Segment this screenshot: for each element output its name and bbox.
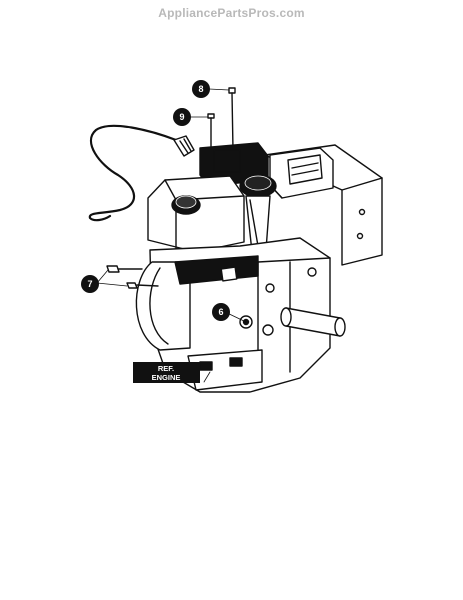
ignition-wire bbox=[88, 124, 178, 222]
svg-text:9: 9 bbox=[179, 112, 184, 122]
callout-8[interactable]: 8 bbox=[192, 80, 210, 98]
engine-base bbox=[187, 349, 263, 391]
svg-text:8: 8 bbox=[198, 84, 203, 94]
callout-6[interactable]: 6 bbox=[212, 303, 230, 321]
ref-engine-label: REF. ENGINE bbox=[133, 362, 200, 383]
callout-9[interactable]: 9 bbox=[173, 108, 191, 126]
recoil-housing bbox=[135, 261, 191, 351]
bolt-7-upper bbox=[106, 265, 143, 273]
air-cleaner-knob bbox=[239, 174, 277, 198]
svg-text:6: 6 bbox=[218, 307, 223, 317]
spark-plug-boot bbox=[173, 135, 195, 157]
rear-housing bbox=[264, 144, 383, 266]
ignition-module bbox=[269, 147, 334, 199]
watermark: AppliancePartsPros.com bbox=[158, 6, 305, 20]
svg-text:ENGINE: ENGINE bbox=[152, 373, 181, 382]
bolt-7-lower bbox=[126, 282, 159, 289]
svg-text:REF.: REF. bbox=[158, 364, 174, 373]
crankshaft bbox=[280, 307, 346, 337]
callout-7[interactable]: 7 bbox=[81, 275, 99, 293]
fuel-cap bbox=[171, 195, 201, 215]
svg-text:7: 7 bbox=[87, 279, 92, 289]
fuel-tank bbox=[147, 175, 245, 253]
bolt-8 bbox=[228, 87, 236, 151]
blower-shroud bbox=[174, 255, 259, 285]
